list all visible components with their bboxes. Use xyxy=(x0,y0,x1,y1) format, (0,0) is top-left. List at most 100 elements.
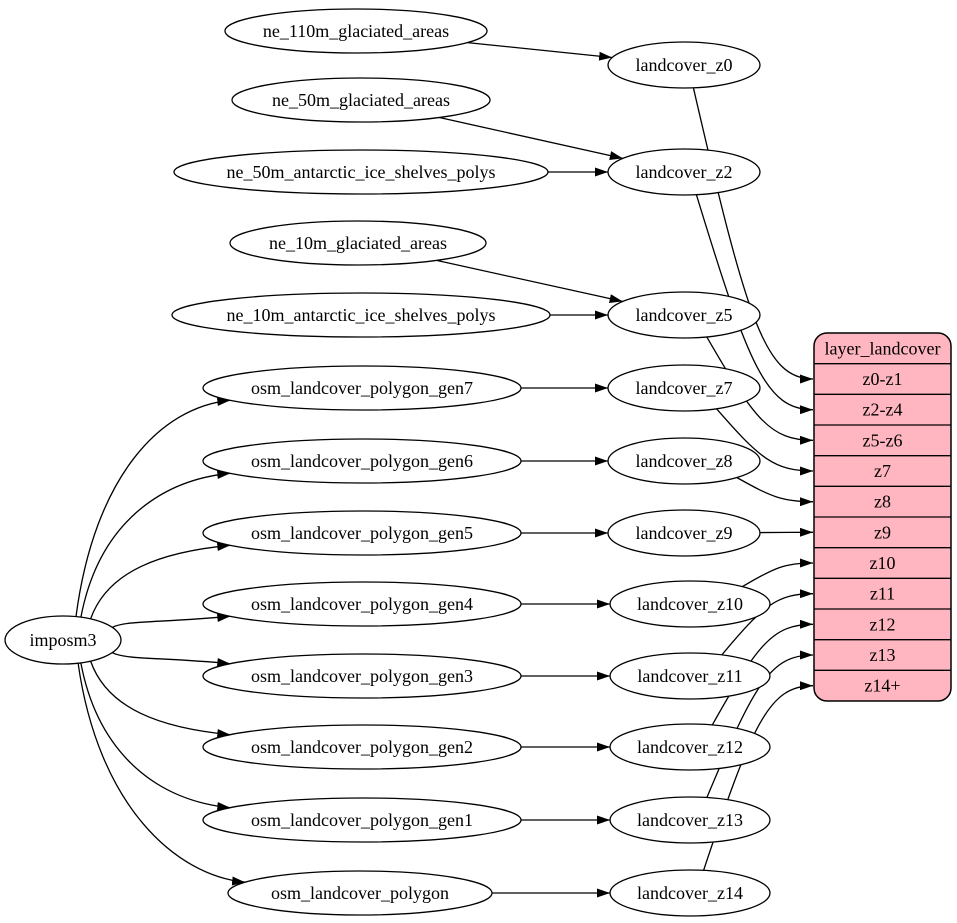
landcover_z8-ellipse xyxy=(607,437,761,485)
landcover_z8-label: landcover_z8 xyxy=(636,451,733,471)
node-landcover_z7: landcover_z7 xyxy=(607,364,761,412)
landcover_z12-label: landcover_z12 xyxy=(637,737,743,757)
table-row-z11: z11 xyxy=(870,584,895,604)
ne_10m_glaciated_areas-label: ne_10m_glaciated_areas xyxy=(269,233,447,253)
edge-landcover_z12-to-layer_landcover-z12 xyxy=(711,619,814,726)
edge-imposm3-to-osm_landcover_polygon_gen6 xyxy=(80,470,231,618)
node-landcover_z2: landcover_z2 xyxy=(607,148,761,196)
osm_landcover_polygon_gen3-label: osm_landcover_polygon_gen3 xyxy=(251,666,473,686)
osm_landcover_polygon-label: osm_landcover_polygon xyxy=(271,883,449,903)
node-landcover_z11: landcover_z11 xyxy=(609,652,771,700)
edge-landcover_z10-to-layer_landcover-z10 xyxy=(742,558,814,588)
table-row-z5-z6: z5-z6 xyxy=(863,430,903,450)
landcover_z10-label: landcover_z10 xyxy=(637,594,743,614)
table-row-z12: z12 xyxy=(870,614,896,634)
node-osm_landcover_polygon: osm_landcover_polygon xyxy=(227,870,493,916)
landcover_z9-ellipse xyxy=(607,509,761,557)
edge-landcover_z5-to-layer_landcover-z5-z6 xyxy=(706,336,814,445)
table-row-z7: z7 xyxy=(874,461,891,481)
osm_landcover_polygon_gen5-ellipse xyxy=(202,510,522,556)
landcover_z0-label: landcover_z0 xyxy=(636,55,733,75)
osm_landcover_polygon_gen3-ellipse xyxy=(202,653,522,699)
landcover_z7-ellipse xyxy=(607,364,761,412)
table-row-z0-z1: z0-z1 xyxy=(863,369,903,389)
node-landcover_z13: landcover_z13 xyxy=(609,796,771,844)
node-osm_landcover_polygon_gen2: osm_landcover_polygon_gen2 xyxy=(202,724,522,770)
table-row-z2-z4: z2-z4 xyxy=(863,400,903,420)
table-layer_landcover: layer_landcoverz0-z1z2-z4z5-z6z7z8z9z10z… xyxy=(813,332,952,702)
osm_landcover_polygon-ellipse xyxy=(227,870,493,916)
node-landcover_z12: landcover_z12 xyxy=(609,723,771,771)
node-landcover_z10: landcover_z10 xyxy=(609,580,771,628)
edge-imposm3-to-osm_landcover_polygon xyxy=(77,663,246,886)
ne_50m_glaciated_areas-ellipse xyxy=(231,77,491,123)
node-ne_10m_glaciated_areas: ne_10m_glaciated_areas xyxy=(229,220,487,266)
edge-landcover_z8-to-layer_landcover-z8 xyxy=(736,476,814,507)
edge-landcover_z14-to-layer_landcover-z14+ xyxy=(702,681,814,871)
table-row-z8: z8 xyxy=(874,492,891,512)
osm_landcover_polygon_gen2-ellipse xyxy=(202,724,522,770)
node-ne_50m_antarctic_ice_shelves_polys: ne_50m_antarctic_ice_shelves_polys xyxy=(173,149,549,195)
landcover_z10-ellipse xyxy=(609,580,771,628)
node-imposm3: imposm3 xyxy=(4,615,122,665)
osm_landcover_polygon_gen5-label: osm_landcover_polygon_gen5 xyxy=(251,523,473,543)
node-landcover_z9: landcover_z9 xyxy=(607,509,761,557)
node-landcover_z14: landcover_z14 xyxy=(609,869,771,917)
osm_landcover_polygon_gen7-label: osm_landcover_polygon_gen7 xyxy=(251,378,473,398)
edge-imposm3-to-osm_landcover_polygon_gen2 xyxy=(89,660,231,738)
node-landcover_z0: landcover_z0 xyxy=(607,41,761,89)
ne_110m_glaciated_areas-ellipse xyxy=(224,8,488,54)
osm_landcover_polygon_gen1-ellipse xyxy=(202,797,522,843)
edge-ne_110m_glaciated_areas-to-landcover_z0 xyxy=(467,41,613,61)
imposm3-ellipse xyxy=(4,615,122,665)
landcover_z2-ellipse xyxy=(607,148,761,196)
landcover_z5-label: landcover_z5 xyxy=(636,305,733,325)
landcover_z7-label: landcover_z7 xyxy=(636,378,733,398)
table-row-z10: z10 xyxy=(870,553,896,573)
landcover_z0-ellipse xyxy=(607,41,761,89)
ne_10m_glaciated_areas-ellipse xyxy=(229,220,487,266)
edge-landcover_z2-to-layer_landcover-z2-z4 xyxy=(695,194,814,415)
ne_10m_antarctic_ice_shelves_polys-ellipse xyxy=(171,292,551,338)
edge-imposm3-to-osm_landcover_polygon_gen3 xyxy=(112,652,231,667)
landcover_z2-label: landcover_z2 xyxy=(636,162,733,182)
osm_landcover_polygon_gen4-ellipse xyxy=(202,581,522,627)
edge-imposm3-to-osm_landcover_polygon_gen4 xyxy=(112,613,231,628)
node-osm_landcover_polygon_gen5: osm_landcover_polygon_gen5 xyxy=(202,510,522,556)
landcover_z14-label: landcover_z14 xyxy=(637,883,743,903)
landcover_z11-ellipse xyxy=(609,652,771,700)
edge-landcover_z7-to-layer_landcover-z7 xyxy=(716,408,814,476)
osm_landcover_polygon_gen6-label: osm_landcover_polygon_gen6 xyxy=(251,451,473,471)
edge-ne_50m_glaciated_areas-to-landcover_z2 xyxy=(439,116,623,160)
ne_50m_glaciated_areas-label: ne_50m_glaciated_areas xyxy=(272,90,450,110)
osm_landcover_polygon_gen7-ellipse xyxy=(202,365,522,411)
landcover_z14-ellipse xyxy=(609,869,771,917)
table-title: layer_landcover xyxy=(825,338,941,358)
node-ne_110m_glaciated_areas: ne_110m_glaciated_areas xyxy=(224,8,488,54)
edge-ne_10m_glaciated_areas-to-landcover_z5 xyxy=(436,259,623,303)
landcover_z12-ellipse xyxy=(609,723,771,771)
ne_10m_antarctic_ice_shelves_polys-label: ne_10m_antarctic_ice_shelves_polys xyxy=(227,305,496,325)
osm_landcover_polygon_gen2-label: osm_landcover_polygon_gen2 xyxy=(251,737,473,757)
osm_landcover_polygon_gen4-label: osm_landcover_polygon_gen4 xyxy=(251,594,473,614)
node-ne_10m_antarctic_ice_shelves_polys: ne_10m_antarctic_ice_shelves_polys xyxy=(171,292,551,338)
imposm3-label: imposm3 xyxy=(29,630,96,650)
node-osm_landcover_polygon_gen4: osm_landcover_polygon_gen4 xyxy=(202,581,522,627)
edge-imposm3-to-osm_landcover_polygon_gen7 xyxy=(75,397,231,617)
table-row-z13: z13 xyxy=(870,645,896,665)
ne_50m_antarctic_ice_shelves_polys-ellipse xyxy=(173,149,549,195)
edge-imposm3-to-osm_landcover_polygon_gen1 xyxy=(80,662,231,811)
landcover_z13-label: landcover_z13 xyxy=(637,810,743,830)
table-row-z14+: z14+ xyxy=(864,676,900,696)
node-landcover_z5: landcover_z5 xyxy=(607,291,761,339)
ne_50m_antarctic_ice_shelves_polys-label: ne_50m_antarctic_ice_shelves_polys xyxy=(227,162,496,182)
node-osm_landcover_polygon_gen1: osm_landcover_polygon_gen1 xyxy=(202,797,522,843)
landcover_z11-label: landcover_z11 xyxy=(637,666,742,686)
edge-imposm3-to-osm_landcover_polygon_gen5 xyxy=(89,542,231,620)
node-osm_landcover_polygon_gen6: osm_landcover_polygon_gen6 xyxy=(202,438,522,484)
landcover_z9-label: landcover_z9 xyxy=(636,523,733,543)
landcover_z13-ellipse xyxy=(609,796,771,844)
node-landcover_z8: landcover_z8 xyxy=(607,437,761,485)
